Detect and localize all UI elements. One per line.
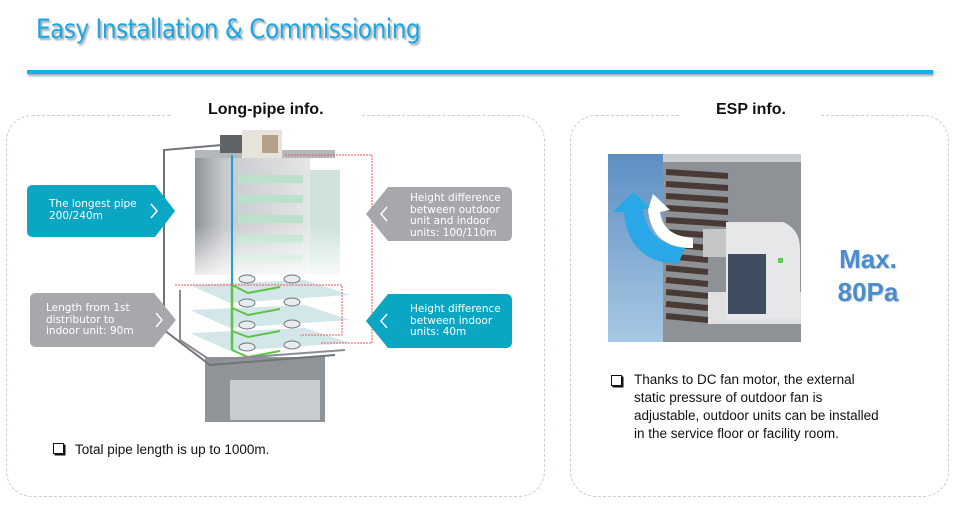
- rooftop-box: [220, 135, 242, 153]
- callout-shape: [30, 293, 176, 347]
- callout-shape: [366, 187, 512, 241]
- long-pipe-panel-title: Long-pipe info.: [172, 101, 360, 119]
- max-esp-highlight: Max. 80Pa: [837, 244, 899, 307]
- total-pipe-bullet: Total pipe length is up to 1000m.: [53, 441, 269, 459]
- chevron-left-icon: [380, 206, 388, 222]
- esp-panel-title: ESP info.: [680, 101, 822, 119]
- chevron-right-icon: [155, 312, 163, 328]
- callout-height-outdoor-indoor: Height difference between outdoor unit a…: [366, 187, 512, 241]
- chevron-left-icon: [380, 313, 388, 329]
- callout-shape: [366, 294, 512, 348]
- callout-height-indoor-indoor: Height difference between indoor units: …: [366, 294, 512, 348]
- title-underline: [27, 70, 933, 74]
- unit-fan-hood: [703, 229, 728, 257]
- airflow-arrow-icon: [613, 192, 686, 264]
- callout-length-first-distributor: Length from 1st distributor to indoor un…: [30, 293, 176, 347]
- checkbox-bullet-icon: [53, 443, 64, 454]
- chevron-right-icon: [150, 203, 158, 219]
- callout-longest-pipe: The longest pipe 200/240m: [27, 185, 175, 237]
- callout-shape: [27, 185, 175, 237]
- esp-illustration: [608, 154, 801, 342]
- page-title: Easy Installation & Commissioning: [36, 14, 421, 45]
- building-pipe-illustration: [163, 130, 373, 422]
- esp-description-bullet: Thanks to DC fan motor, the external sta…: [611, 371, 921, 443]
- checkbox-bullet-icon: [611, 375, 622, 386]
